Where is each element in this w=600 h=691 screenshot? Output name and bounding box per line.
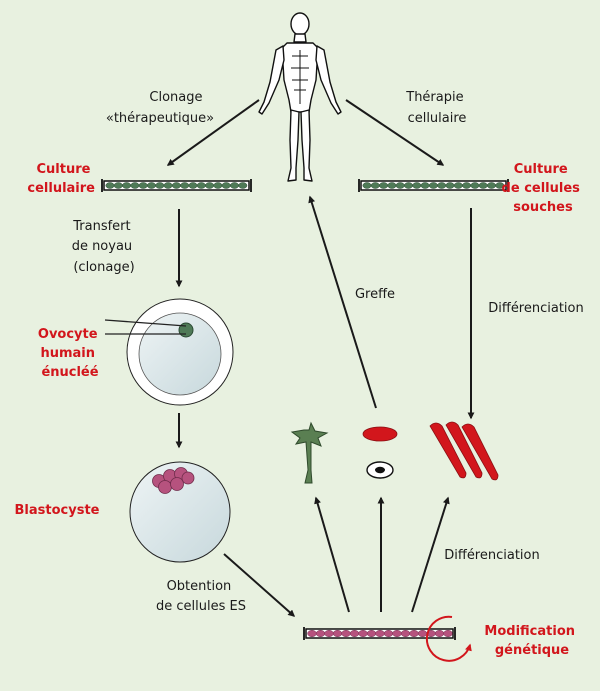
dish-cell xyxy=(196,182,206,189)
culture-dish-right xyxy=(358,179,509,192)
label-culture-souches: Culture de cellules souches xyxy=(502,162,585,215)
dish-cell xyxy=(113,182,123,189)
dish-cell xyxy=(383,630,394,637)
dish-cell xyxy=(437,182,447,189)
dish-cell xyxy=(221,182,231,189)
dish-cell xyxy=(358,630,368,637)
dish-cell xyxy=(462,182,472,189)
dish-cell xyxy=(180,182,190,189)
oocyte-icon xyxy=(104,298,234,406)
human-figure-icon xyxy=(258,12,342,182)
dish-cell xyxy=(147,182,156,189)
dish-cell xyxy=(349,630,360,637)
dish-cell xyxy=(362,182,372,189)
dish-cell xyxy=(138,182,148,189)
dish-cell xyxy=(315,630,326,637)
dish-cell xyxy=(122,182,132,189)
label-transfert: Transfert de noyau (clonage) xyxy=(72,219,137,275)
label-clonage: Clonage «thérapeutique» xyxy=(106,90,214,126)
dish-cell xyxy=(205,182,215,189)
dish-cell xyxy=(412,182,422,189)
dish-cell xyxy=(155,182,165,189)
dish-cell xyxy=(392,630,402,637)
dish-cell xyxy=(395,182,405,189)
dish-cell xyxy=(130,182,140,189)
muscle-cells-icon xyxy=(429,421,499,481)
label-greffe: Greffe xyxy=(355,287,395,302)
dish-cell xyxy=(487,182,496,189)
dish-cell xyxy=(417,630,428,637)
dish-cell xyxy=(420,182,430,189)
dish-cell xyxy=(428,182,438,189)
dish-cell xyxy=(171,182,181,189)
dish-cell xyxy=(495,182,505,189)
label-ovocyte: Ovocyte humain énucléé xyxy=(38,327,102,380)
label-culture-cellulaire: Culture cellulaire xyxy=(27,162,95,196)
dish-cell xyxy=(105,182,115,189)
dish-cell xyxy=(443,630,453,637)
blastocyst-icon xyxy=(129,461,231,563)
dish-cell xyxy=(163,182,173,189)
dish-cell xyxy=(238,182,248,189)
dish-cell xyxy=(375,630,385,637)
dish-cell xyxy=(366,630,377,637)
dish-cell xyxy=(409,630,419,637)
dish-cell xyxy=(379,182,389,189)
dish-cell xyxy=(332,630,343,637)
neuron-cell-icon xyxy=(290,421,329,484)
arrows xyxy=(166,99,475,617)
dish-cell xyxy=(434,630,445,637)
label-differenciation-top: Différenciation xyxy=(488,301,584,316)
dish-cell xyxy=(341,630,351,637)
label-blastocyste: Blastocyste xyxy=(15,503,100,518)
modification-arrow xyxy=(425,615,472,662)
dish-cell xyxy=(387,182,397,189)
dish-cell xyxy=(324,630,334,637)
dish-cell xyxy=(445,182,455,189)
dish-cell xyxy=(453,182,463,189)
label-therapie: Thérapie cellulaire xyxy=(405,90,468,126)
culture-dish-left xyxy=(101,179,252,192)
dish-cell xyxy=(188,182,198,189)
dish-cell xyxy=(230,182,239,189)
dish-cell xyxy=(213,182,223,189)
dish-cell xyxy=(307,630,317,637)
label-modification: Modification génétique xyxy=(484,624,579,658)
label-differenciation-bottom: Différenciation xyxy=(444,548,540,563)
dish-cell xyxy=(400,630,411,637)
culture-dish-bottom xyxy=(303,627,456,640)
red-blood-cell-icon xyxy=(362,426,398,442)
label-obtention: Obtention de cellules ES xyxy=(156,579,246,614)
white-blood-cell-icon xyxy=(366,461,394,479)
dish-cell xyxy=(404,182,413,189)
dish-cell xyxy=(370,182,380,189)
dish-cell xyxy=(470,182,480,189)
dish-cell xyxy=(478,182,488,189)
